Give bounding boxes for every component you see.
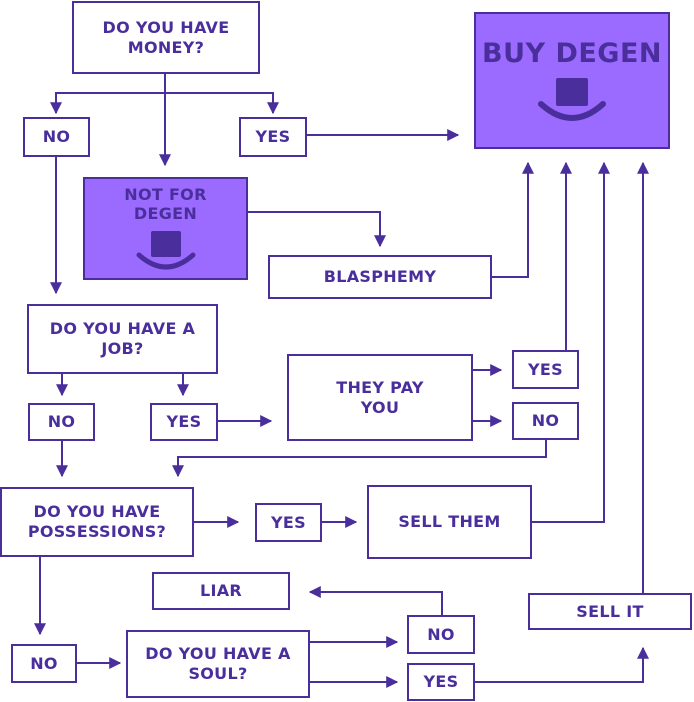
they-pay-you-box: THEY PAY YOU	[287, 354, 473, 441]
soul-no-box: NO	[407, 615, 475, 654]
job-question-box: DO YOU HAVE A JOB?	[27, 304, 218, 374]
job-question-label: DO YOU HAVE A JOB?	[49, 319, 196, 358]
possessions-no-label: NO	[30, 653, 58, 673]
not-for-degen-box: NOT FOR DEGEN	[83, 177, 248, 280]
arrow-soulno-to-liar	[308, 586, 443, 615]
top-hat-icon	[538, 77, 606, 121]
soul-yes-label: YES	[423, 672, 459, 691]
arrow-notfor-to-blasphemy	[247, 211, 386, 248]
buy-degen-box: BUY DEGEN	[474, 12, 670, 149]
arrow-payno-to-possessions	[172, 440, 547, 478]
soul-yes-box: YES	[407, 663, 475, 701]
money-question-box: DO YOU HAVE MONEY?	[72, 1, 260, 74]
pay-yes-label: YES	[528, 359, 563, 379]
sell-it-box: SELL IT	[528, 593, 692, 630]
sell-them-label: SELL THEM	[398, 512, 501, 531]
possessions-no-box: NO	[11, 644, 77, 683]
liar-box: LIAR	[152, 572, 290, 610]
arrow-blasphemy-to-buy	[492, 161, 534, 278]
liar-label: LIAR	[199, 581, 243, 600]
job-yes-box: YES	[150, 403, 218, 441]
money-yes-box: YES	[239, 117, 307, 157]
buy-degen-label: BUY DEGEN	[481, 37, 662, 69]
pay-no-box: NO	[512, 402, 579, 440]
blasphemy-label: BLASPHEMY	[323, 267, 437, 286]
soul-no-label: NO	[427, 624, 455, 644]
top-hat-icon	[136, 230, 195, 269]
they-pay-you-label: THEY PAY YOU	[336, 377, 424, 417]
soul-question-box: DO YOU HAVE A SOUL?	[126, 630, 310, 698]
arrow-money-to-no	[50, 74, 166, 115]
arrow-money-to-yes	[165, 92, 279, 115]
pay-yes-box: YES	[512, 350, 579, 389]
possessions-yes-label: YES	[271, 512, 306, 532]
money-question-label: DO YOU HAVE MONEY?	[102, 17, 230, 57]
job-no-box: NO	[28, 403, 95, 441]
possessions-yes-box: YES	[255, 503, 322, 542]
possessions-question-label: DO YOU HAVE POSSESSIONS?	[27, 502, 167, 541]
money-yes-label: YES	[255, 127, 291, 146]
sell-it-label: SELL IT	[576, 601, 644, 621]
sell-them-box: SELL THEM	[367, 485, 532, 559]
arrow-sellthem-to-buy	[532, 161, 610, 523]
blasphemy-box: BLASPHEMY	[268, 255, 492, 299]
pay-no-label: NO	[531, 411, 560, 430]
money-no-label: NO	[42, 127, 71, 146]
money-no-box: NO	[23, 117, 90, 157]
job-yes-label: YES	[166, 412, 202, 431]
not-for-degen-label: NOT FOR DEGEN	[124, 184, 207, 223]
arrow-soulyes-to-sellit	[475, 646, 649, 683]
possessions-question-box: DO YOU HAVE POSSESSIONS?	[0, 487, 194, 557]
soul-question-label: DO YOU HAVE A SOUL?	[145, 644, 291, 683]
job-no-label: NO	[47, 412, 76, 431]
